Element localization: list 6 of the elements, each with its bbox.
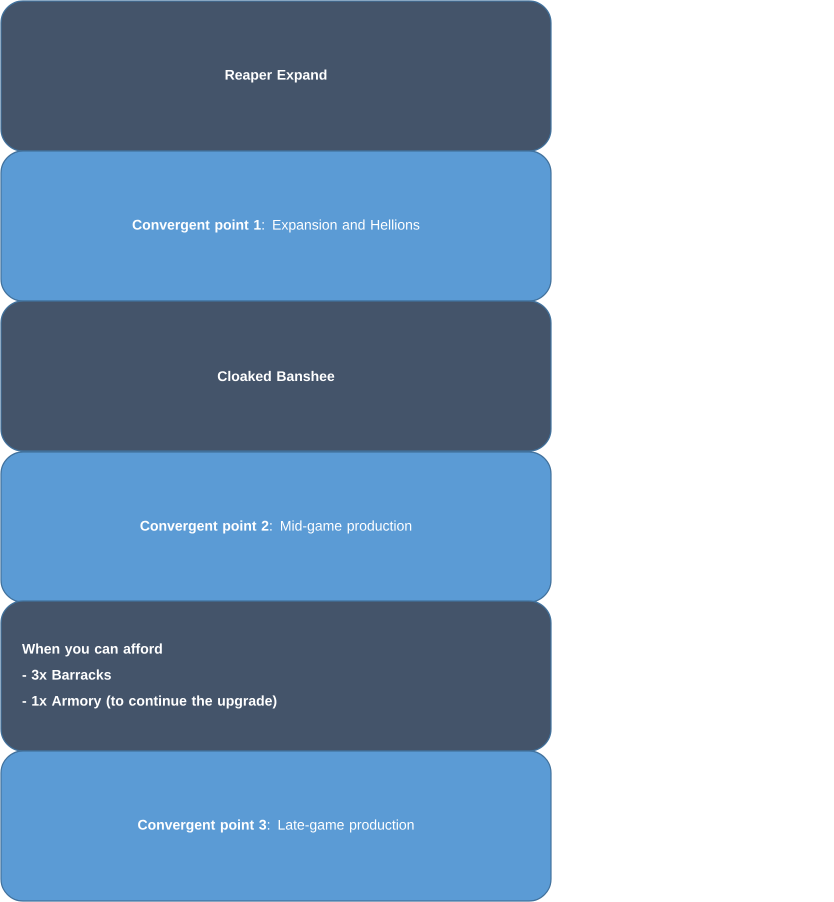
step-box: When you can afford - 3x Barracks - 1x Armory (to continue the upgrade): [0, 600, 552, 752]
step-box: Convergent point 2: Mid-game production: [0, 451, 552, 603]
step-box: Convergent point 3: Late-game production: [0, 750, 552, 902]
step-box: Cloaked Banshee: [0, 300, 552, 452]
step-box: Convergent point 1: Expansion and Hellions: [0, 150, 552, 302]
step-box: Reaper Expand: [0, 0, 552, 152]
